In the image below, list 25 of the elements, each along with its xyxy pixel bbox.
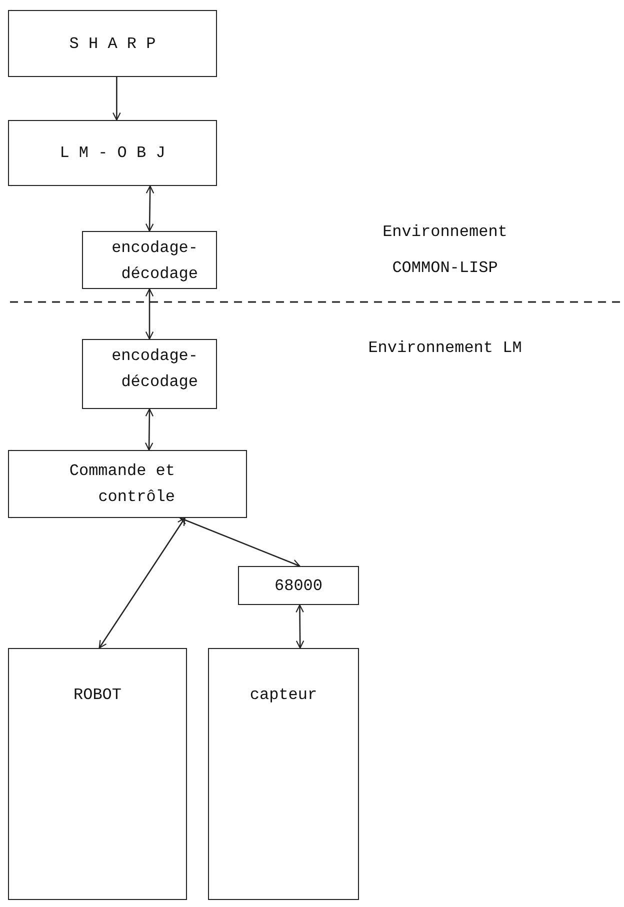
environment-note: Environnement COMMON-LISP — [382, 222, 508, 279]
box-label: capteur — [248, 685, 318, 706]
arrow — [296, 604, 304, 649]
arrow — [145, 185, 154, 232]
arrow — [98, 517, 186, 649]
process-box — [8, 120, 217, 186]
box-label: encodage-décodage — [110, 346, 198, 393]
arrow — [180, 516, 300, 568]
process-box — [8, 648, 187, 900]
process-box — [208, 648, 359, 900]
arrow — [145, 288, 154, 340]
box-label: L M - O B J — [58, 143, 166, 164]
process-box — [8, 450, 247, 518]
process-box — [8, 10, 217, 77]
box-label: encodage-décodage — [110, 238, 198, 285]
arrow — [144, 408, 154, 451]
box-label: S H A R P — [68, 34, 157, 54]
environment-note: Environnement LM — [367, 338, 523, 359]
process-box — [82, 231, 217, 289]
arrow — [112, 77, 121, 121]
process-box — [82, 339, 217, 409]
box-label: ROBOT — [72, 685, 122, 706]
process-box — [238, 566, 359, 605]
box-label: Commande et contrôle — [68, 461, 175, 508]
box-label: 68000 — [273, 576, 324, 596]
